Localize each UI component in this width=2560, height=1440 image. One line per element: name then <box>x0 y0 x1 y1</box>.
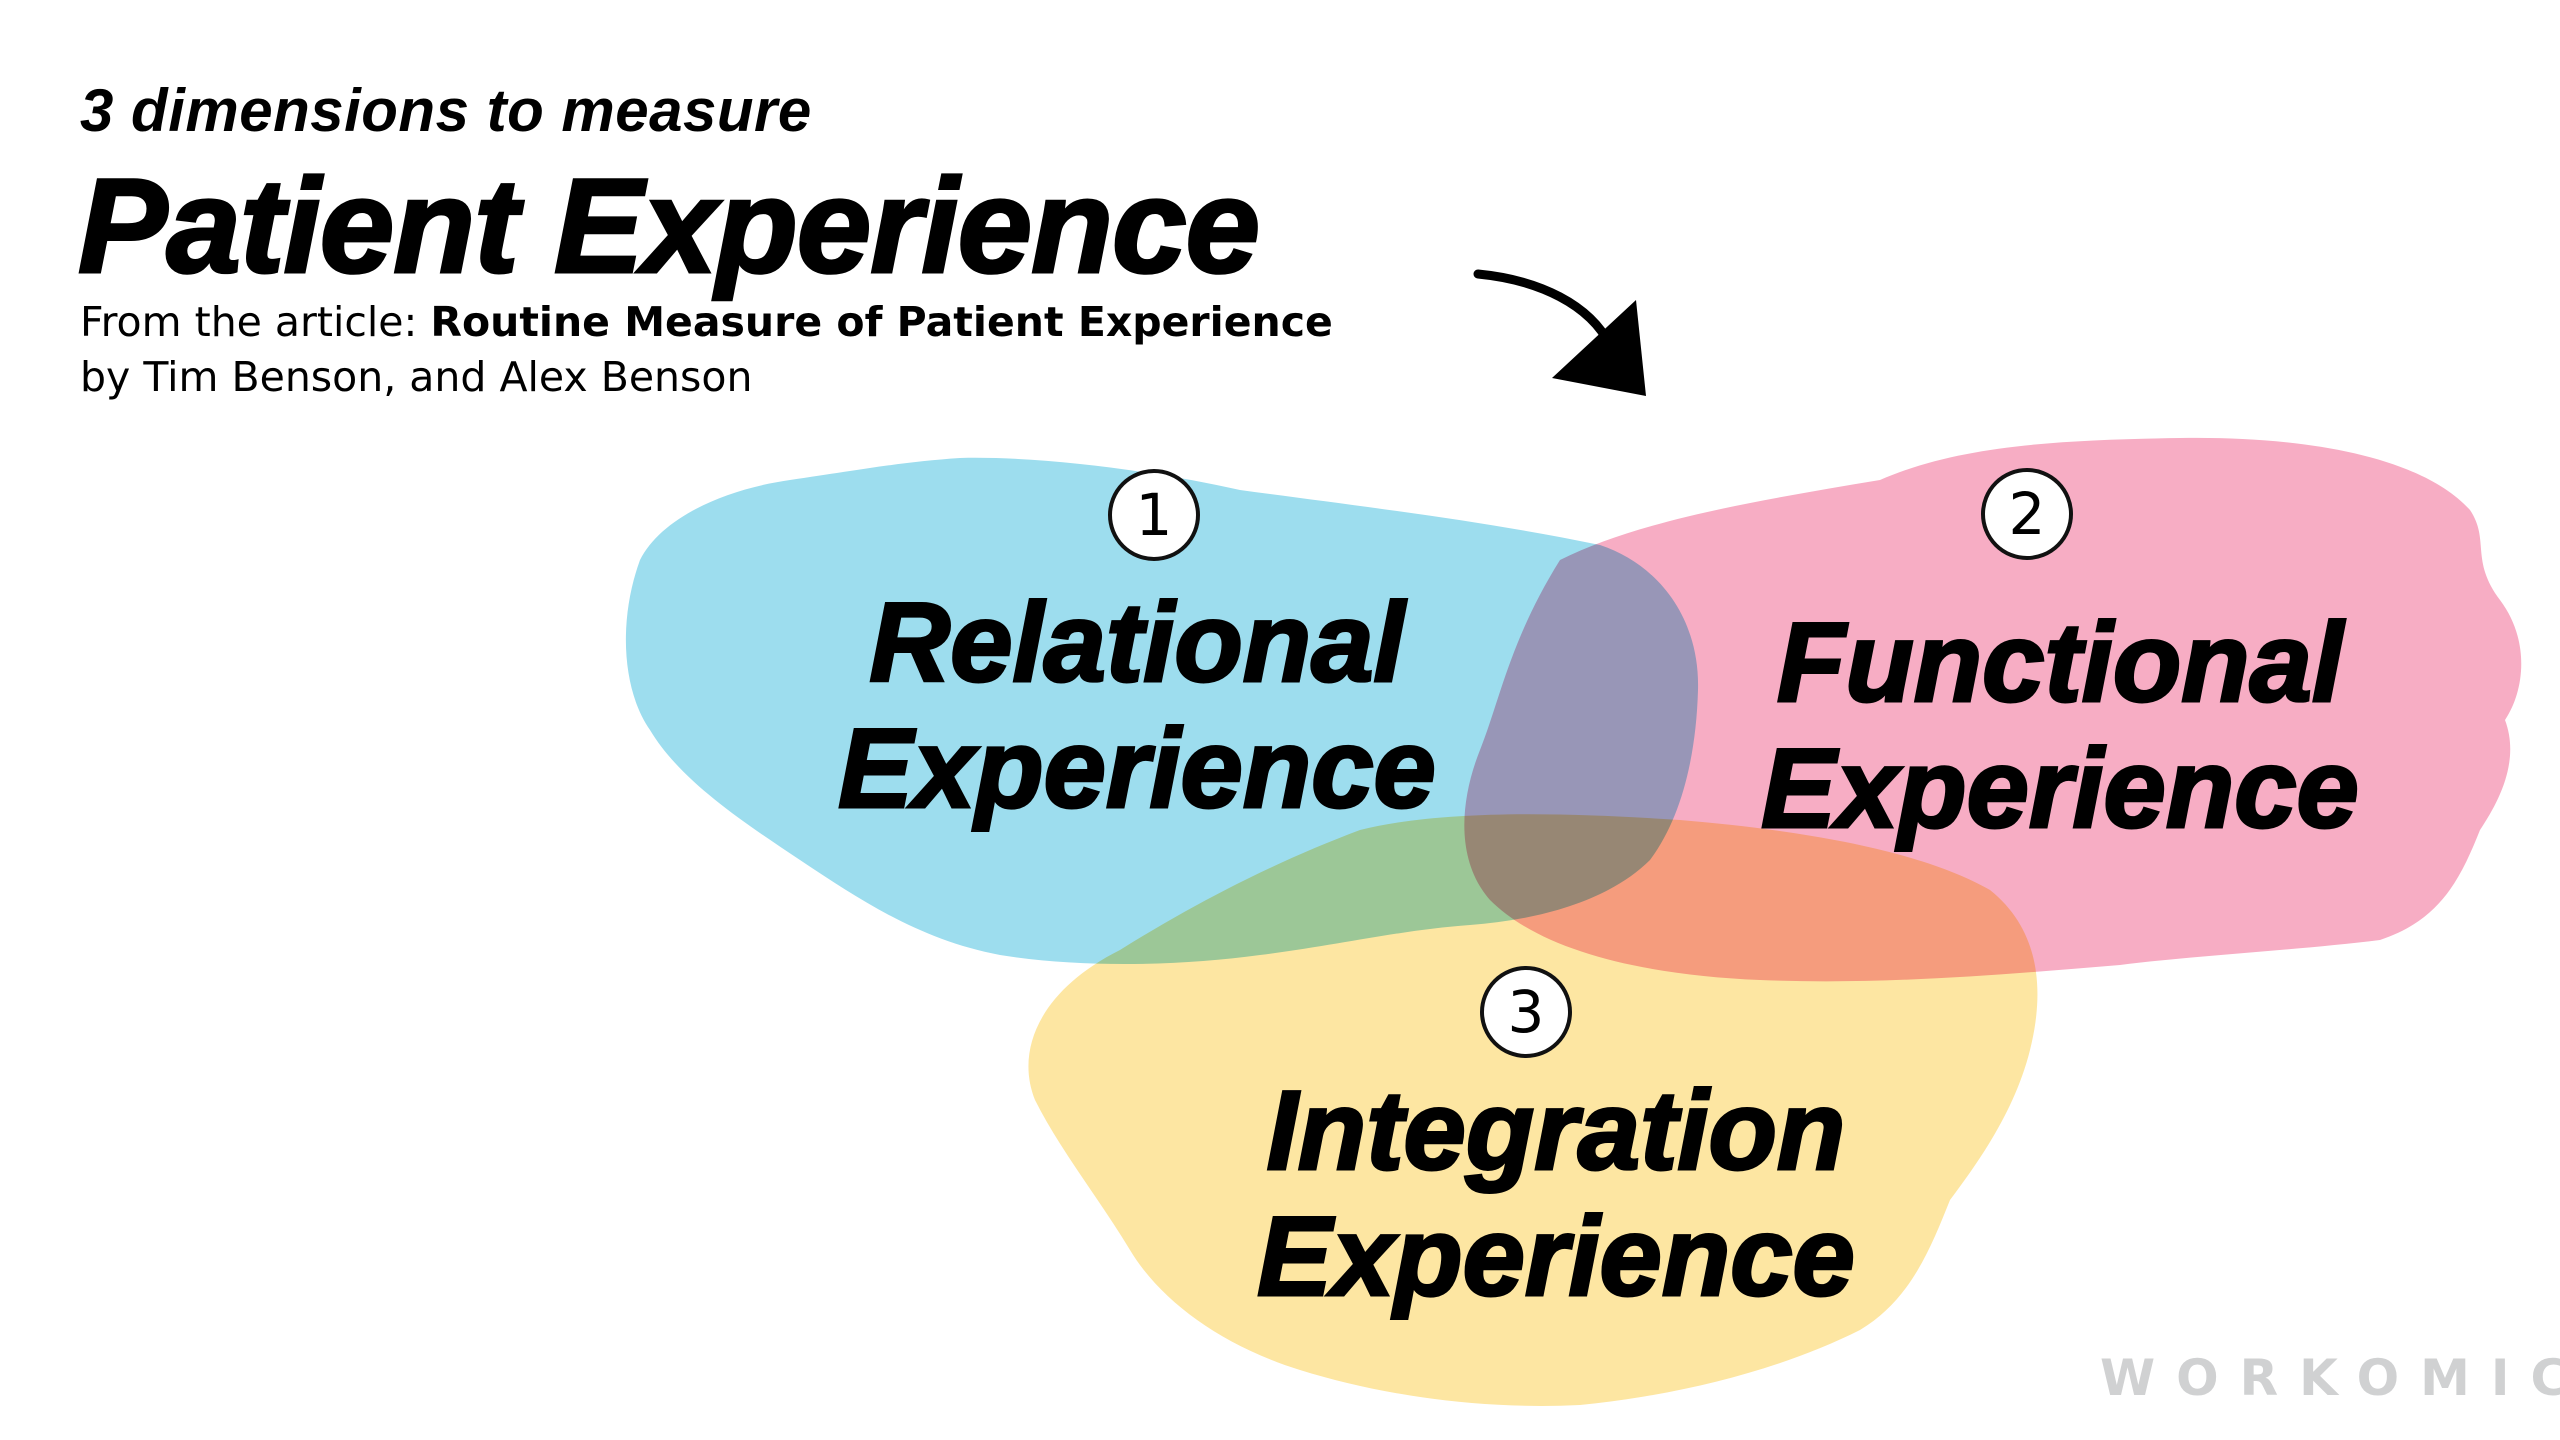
blob-integration <box>1028 814 2038 1406</box>
page-title: Patient Experience <box>76 151 1261 303</box>
functional-experience-label: Functional Experience <box>1760 599 2361 853</box>
label-line: Experience <box>1256 1193 1857 1321</box>
label-line: Relational <box>868 579 1406 707</box>
dimension-number-2: 2 <box>1981 468 2073 560</box>
source-line: From the article: Routine Measure of Pat… <box>80 298 1333 346</box>
source-article-title: Routine Measure of Patient Experience <box>430 298 1333 346</box>
kicker-heading: 3 dimensions to measure <box>80 77 812 144</box>
curved-arrow-icon <box>1473 269 1646 396</box>
relational-experience-label: Relational Experience <box>837 579 1438 833</box>
dimension-number-1: 1 <box>1108 469 1200 561</box>
label-line: Functional <box>1775 599 2344 727</box>
label-line: Experience <box>837 705 1438 833</box>
label-line: Integration <box>1265 1067 1847 1195</box>
authors-line: by Tim Benson, and Alex Benson <box>80 353 753 401</box>
source-prefix: From the article: <box>80 298 431 346</box>
dimension-number-3: 3 <box>1480 966 1572 1058</box>
workomics-logo: WORKOMICS <box>2100 1349 2560 1407</box>
label-line: Experience <box>1760 725 2361 853</box>
integration-experience-label: Integration Experience <box>1256 1067 1857 1321</box>
